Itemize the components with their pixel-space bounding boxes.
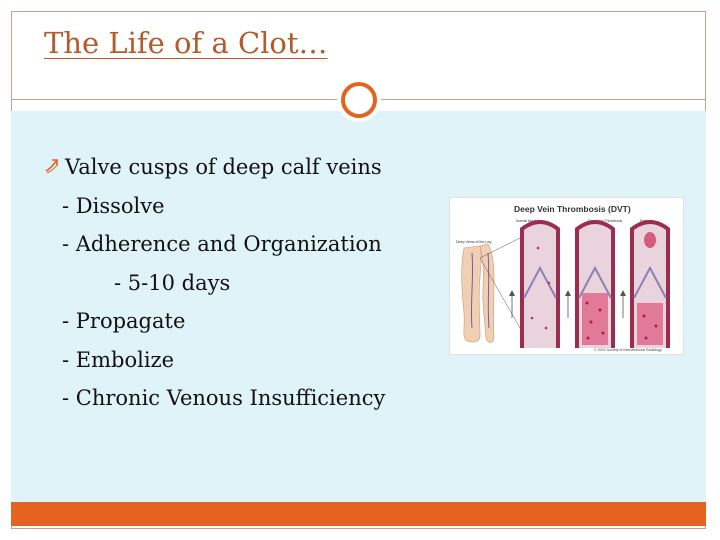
ring-ornament-inner [341, 82, 377, 118]
figure-copyright: © 2003 Society of Interventional Radiolo… [594, 348, 662, 352]
leg-drawing [461, 237, 521, 343]
list-item-propagate: - Propagate [62, 309, 186, 333]
figure-label-leg: Deep Veins of the Leg [456, 240, 491, 244]
list-item-chronic: - Chronic Venous Insufficiency [62, 386, 386, 410]
dvt-illustration: Deep Vein Thrombosis (DVT) Deep Veins of… [449, 197, 684, 355]
vein-embolus [620, 220, 670, 348]
bullet-line: Valve cusps of deep calf veins [44, 148, 385, 187]
footer-bar [11, 502, 706, 526]
list-item-adherence: - Adherence and Organization [62, 232, 382, 256]
slide-content: Valve cusps of deep calf veins - Dissolv… [44, 148, 385, 418]
figure-label-valve: Normal blood flow [516, 219, 544, 223]
figure-heading: Deep Vein Thrombosis (DVT) [514, 204, 631, 214]
vein-dvt [565, 220, 615, 348]
ring-ornament [337, 78, 381, 122]
list-item-embolize: - Embolize [62, 347, 175, 372]
slide-title: The Life of a Clot… [44, 26, 328, 60]
bullet-text: Valve cusps of deep calf veins [65, 155, 382, 179]
list-item-days: - 5-10 days [114, 270, 231, 295]
figure-label-dvt: Deep Vein Thrombosis [588, 219, 623, 223]
bullet-arrow-icon [44, 149, 62, 174]
list-item-dissolve: - Dissolve [62, 193, 165, 218]
vein-normal [509, 220, 560, 348]
